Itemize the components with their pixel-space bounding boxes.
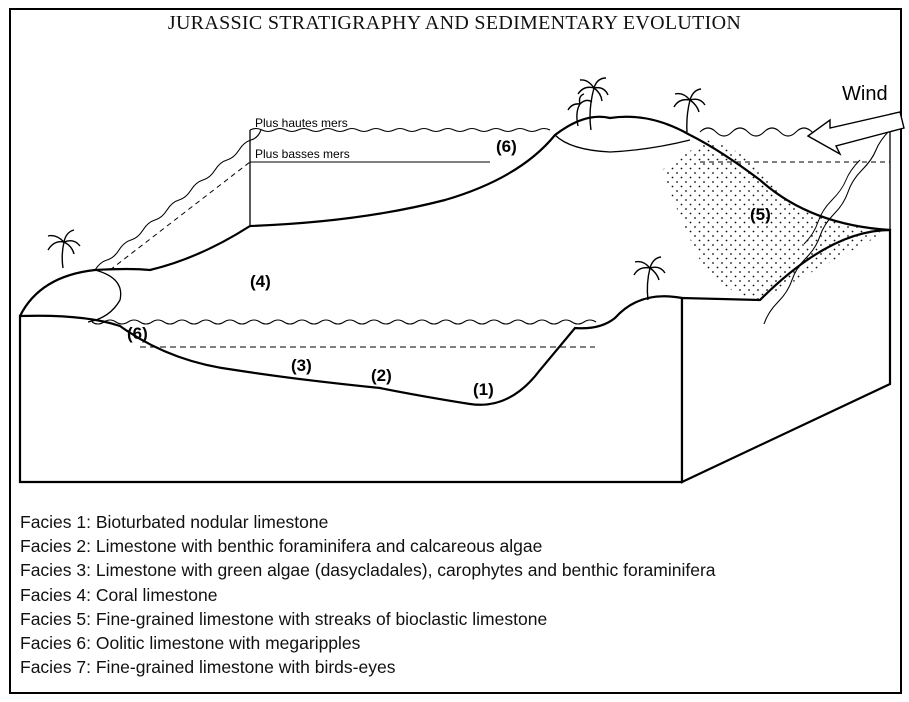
left-high-sea-diagonal	[94, 129, 262, 271]
palm-tree-icon	[47, 229, 81, 269]
sand-stipple	[662, 140, 890, 300]
facies-2-label: (2)	[371, 366, 392, 385]
legend-item: Facies 3: Limestone with green algae (da…	[20, 560, 716, 581]
facies-3-label: (3)	[291, 356, 312, 375]
left-island-outline	[87, 269, 122, 323]
legend-item: Facies 1: Bioturbated nodular limestone	[20, 512, 329, 532]
palm-tree-icon	[673, 88, 706, 133]
figure-frame	[9, 8, 902, 694]
facies-4-label: (4)	[250, 272, 271, 291]
palm-tree-icon	[633, 256, 666, 301]
wind-label: Wind	[842, 83, 888, 105]
legend-item: Facies 5: Fine-grained limestone with st…	[20, 608, 548, 629]
legend-item: Facies 4: Coral limestone	[20, 584, 218, 605]
legend-item: Facies 2: Limestone with benthic foramin…	[20, 536, 543, 557]
summit-island-outline	[554, 134, 691, 153]
wind-arrow	[806, 111, 905, 156]
facies-legend: Facies 1: Bioturbated nodular limestone …	[20, 510, 716, 679]
facies-5-label: (5)	[750, 205, 771, 224]
right-wave-flank	[763, 129, 891, 325]
legend-item: Facies 6: Oolitic limestone with megarip…	[20, 633, 361, 654]
left-low-sea-diagonal	[109, 161, 251, 271]
facies-6-top-label: (6)	[496, 137, 517, 156]
right-wave-flank-2	[803, 159, 861, 245]
figure-title: JURASSIC STRATIGRAPHY AND SEDIMENTARY EV…	[167, 12, 742, 34]
facies-6-left-label: (6)	[127, 324, 148, 343]
high-sea-line	[249, 127, 551, 133]
top-surface	[19, 115, 891, 317]
front-high-sea-line	[91, 319, 597, 325]
legend-item: Facies 7: Fine-grained limestone with bi…	[20, 657, 396, 678]
low-sea-label: Plus basses mers	[255, 147, 350, 161]
palm-tree-icon	[567, 77, 609, 131]
block-front-face	[18, 295, 684, 484]
high-sea-label: Plus hautes mers	[255, 116, 348, 130]
facies-1-label: (1)	[473, 380, 494, 399]
